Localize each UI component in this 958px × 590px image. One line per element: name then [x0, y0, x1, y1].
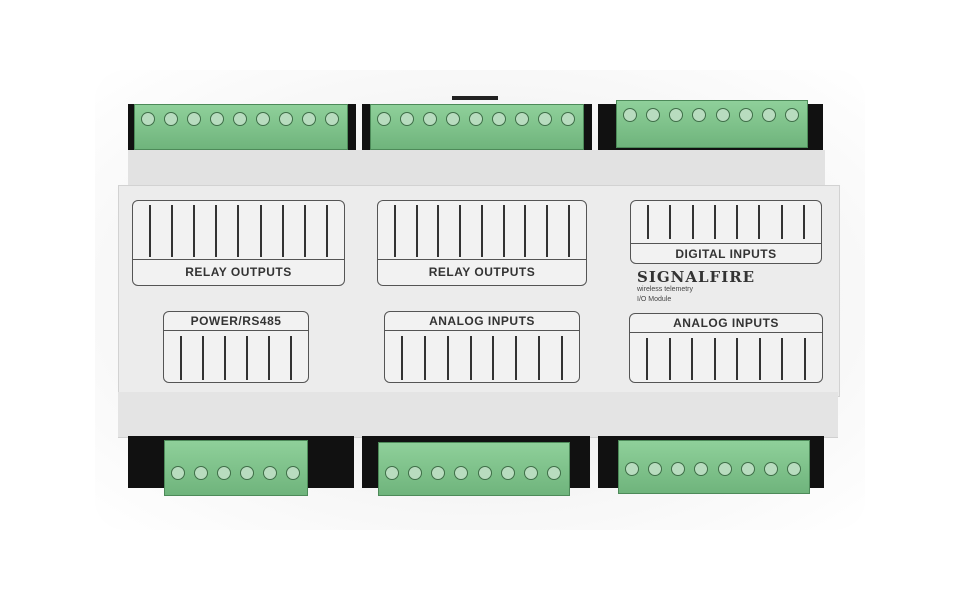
bottom-terminal-screws-3: [620, 460, 806, 478]
analog-inputs-label-2: ANALOG INPUTS: [629, 313, 823, 383]
top-terminal-screws-2: [372, 110, 580, 128]
top-terminal-block-2: [370, 104, 584, 150]
bottom-terminal-screws-1: [166, 464, 304, 482]
bottom-terminal-block-1: [164, 440, 308, 496]
module-lower-body: [118, 392, 838, 438]
relay-outputs-label-1: RELAY OUTPUTS: [132, 200, 345, 286]
power-rs485-label: POWER/RS485: [163, 311, 309, 383]
module-upper-body: [128, 150, 825, 190]
analog-inputs-label-1: ANALOG INPUTS: [384, 311, 580, 383]
top-terminal-block-3: [616, 100, 808, 148]
brand-logo: SIGNALFIRE: [637, 268, 756, 286]
relay-outputs-label-2: RELAY OUTPUTS: [377, 200, 587, 286]
top-terminal-screws-3: [618, 106, 804, 124]
top-terminal-screws-1: [136, 110, 344, 128]
bottom-terminal-screws-2: [380, 464, 566, 482]
model-line: I/O Module: [637, 296, 672, 303]
digital-inputs-label: DIGITAL INPUTS: [630, 200, 822, 264]
top-clip: [452, 96, 498, 100]
top-terminal-block-1: [134, 104, 348, 150]
brand-tagline: wireless telemetry: [637, 286, 694, 293]
